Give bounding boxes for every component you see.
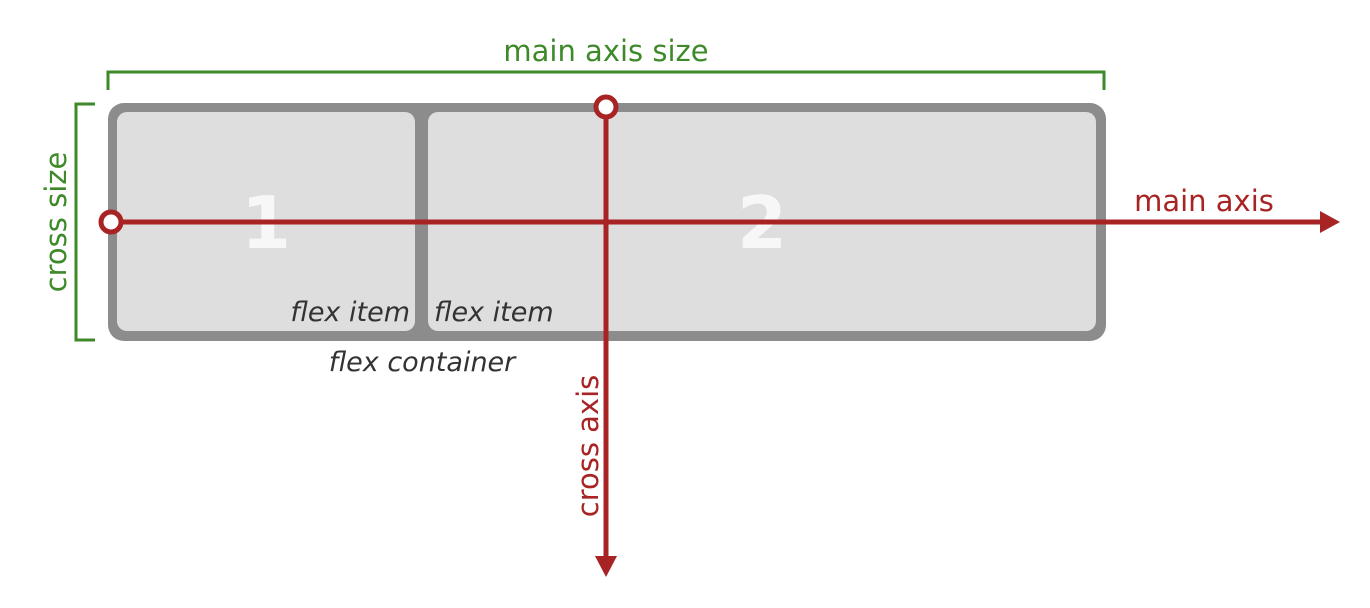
cross-axis-origin-marker <box>593 94 619 120</box>
cross-size-bracket <box>74 102 95 342</box>
main-axis-arrowhead <box>1320 211 1340 233</box>
flex-item-1-label: flex item <box>290 297 410 328</box>
main-axis-size-label: main axis size <box>503 34 708 68</box>
flex-item-2-label: flex item <box>434 297 554 328</box>
cross-axis-arrowhead <box>595 556 617 577</box>
flex-container-label: flex container <box>329 347 517 378</box>
cross-size-label: cross size <box>39 152 73 293</box>
main-axis-origin-marker <box>98 209 124 235</box>
cross-axis-label: cross axis <box>571 375 605 518</box>
main-axis-size-bracket <box>106 70 1106 90</box>
main-axis-label: main axis <box>1134 184 1274 218</box>
